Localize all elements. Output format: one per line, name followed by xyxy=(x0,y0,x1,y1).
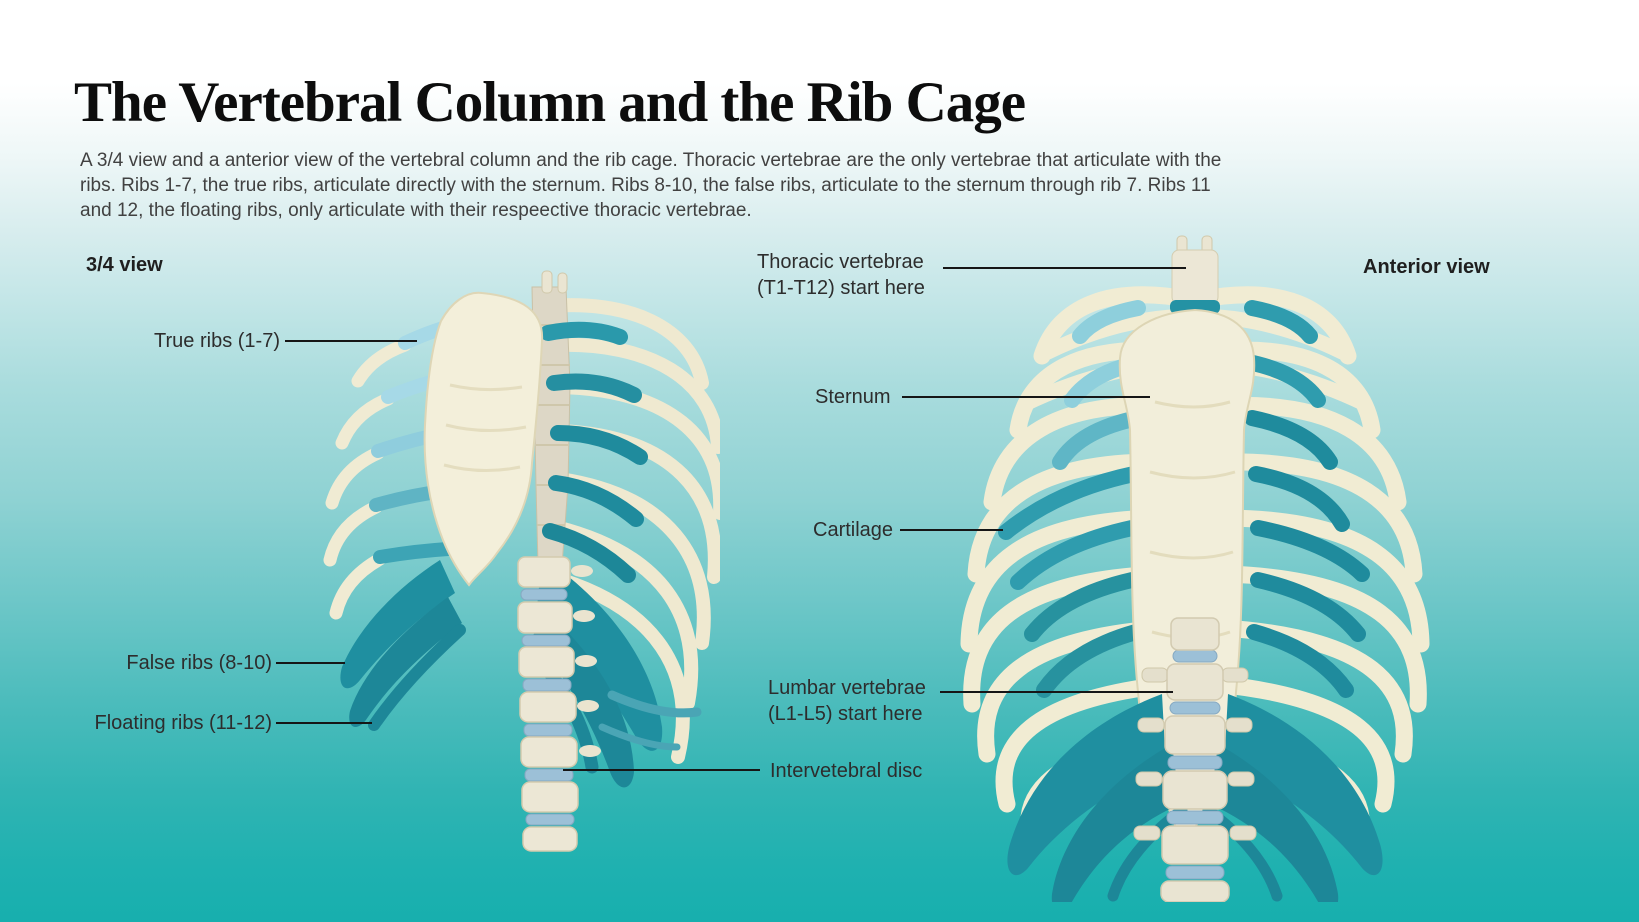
label-intervertebral-disc: Intervetebral disc xyxy=(770,760,923,782)
figure-three-quarter-view xyxy=(290,265,720,855)
leader-line-intervertebral-disc xyxy=(563,769,760,771)
leader-line-false-ribs xyxy=(276,662,345,664)
label-lumbar-line2: (L1-L5) start here xyxy=(768,703,923,725)
top-vertebra-processes xyxy=(541,270,568,294)
leader-line-floating-ribs xyxy=(276,722,372,724)
right-cartilage-segments xyxy=(1240,300,1370,698)
lumbar-vertebrae xyxy=(1160,617,1230,902)
lumbar-spine-three-quarter xyxy=(517,556,601,852)
label-true-ribs: True ribs (1-7) xyxy=(154,330,280,352)
sternum-shape xyxy=(423,291,544,587)
label-sternum: Sternum xyxy=(815,386,891,408)
view-label-three-quarter: 3/4 view xyxy=(86,254,163,276)
label-cartilage: Cartilage xyxy=(813,519,894,541)
label-thoracic-vertebrae: Thoracic vertebrae (T1-T12) start here xyxy=(757,249,925,301)
false-floating-ribs-left xyxy=(340,560,466,731)
leader-line-thoracic xyxy=(943,267,1186,269)
leader-line-true-ribs xyxy=(285,340,417,342)
page-title: The Vertebral Column and the Rib Cage xyxy=(74,71,1026,135)
lumbar-spine-anterior xyxy=(1133,617,1257,902)
three-quarter-rib-cage-illustration xyxy=(323,270,720,852)
left-rib-stubs xyxy=(323,338,412,620)
right-cartilage-segments xyxy=(540,321,648,583)
label-thoracic-line1: Thoracic vertebrae xyxy=(757,251,924,273)
label-thoracic-line2: (T1-T12) start here xyxy=(757,277,925,299)
sternum-ridges xyxy=(443,383,527,473)
lumbar-vertebrae xyxy=(517,556,579,852)
transverse-processes xyxy=(571,565,601,757)
description: A 3/4 view and a anterior view of the ve… xyxy=(80,150,1222,221)
leader-line-sternum xyxy=(902,396,1150,398)
transverse-processes xyxy=(1133,667,1257,841)
figure-anterior-view xyxy=(930,222,1460,902)
thoracic-vertebra-t1 xyxy=(1170,235,1220,314)
leader-line-cartilage xyxy=(900,529,1003,531)
intervertebral-discs xyxy=(1165,649,1225,880)
label-false-ribs: False ribs (8-10) xyxy=(126,652,272,674)
label-lumbar-vertebrae: Lumbar vertebrae (L1-L5) start here xyxy=(768,675,926,727)
leader-line-lumbar xyxy=(940,691,1173,693)
view-label-anterior: Anterior view xyxy=(1363,256,1490,278)
left-cartilage-segments xyxy=(998,300,1150,698)
intervertebral-discs xyxy=(520,588,575,826)
label-floating-ribs: Floating ribs (11-12) xyxy=(94,712,272,734)
label-lumbar-line1: Lumbar vertebrae xyxy=(768,677,926,699)
anterior-rib-cage-illustration xyxy=(960,235,1460,902)
